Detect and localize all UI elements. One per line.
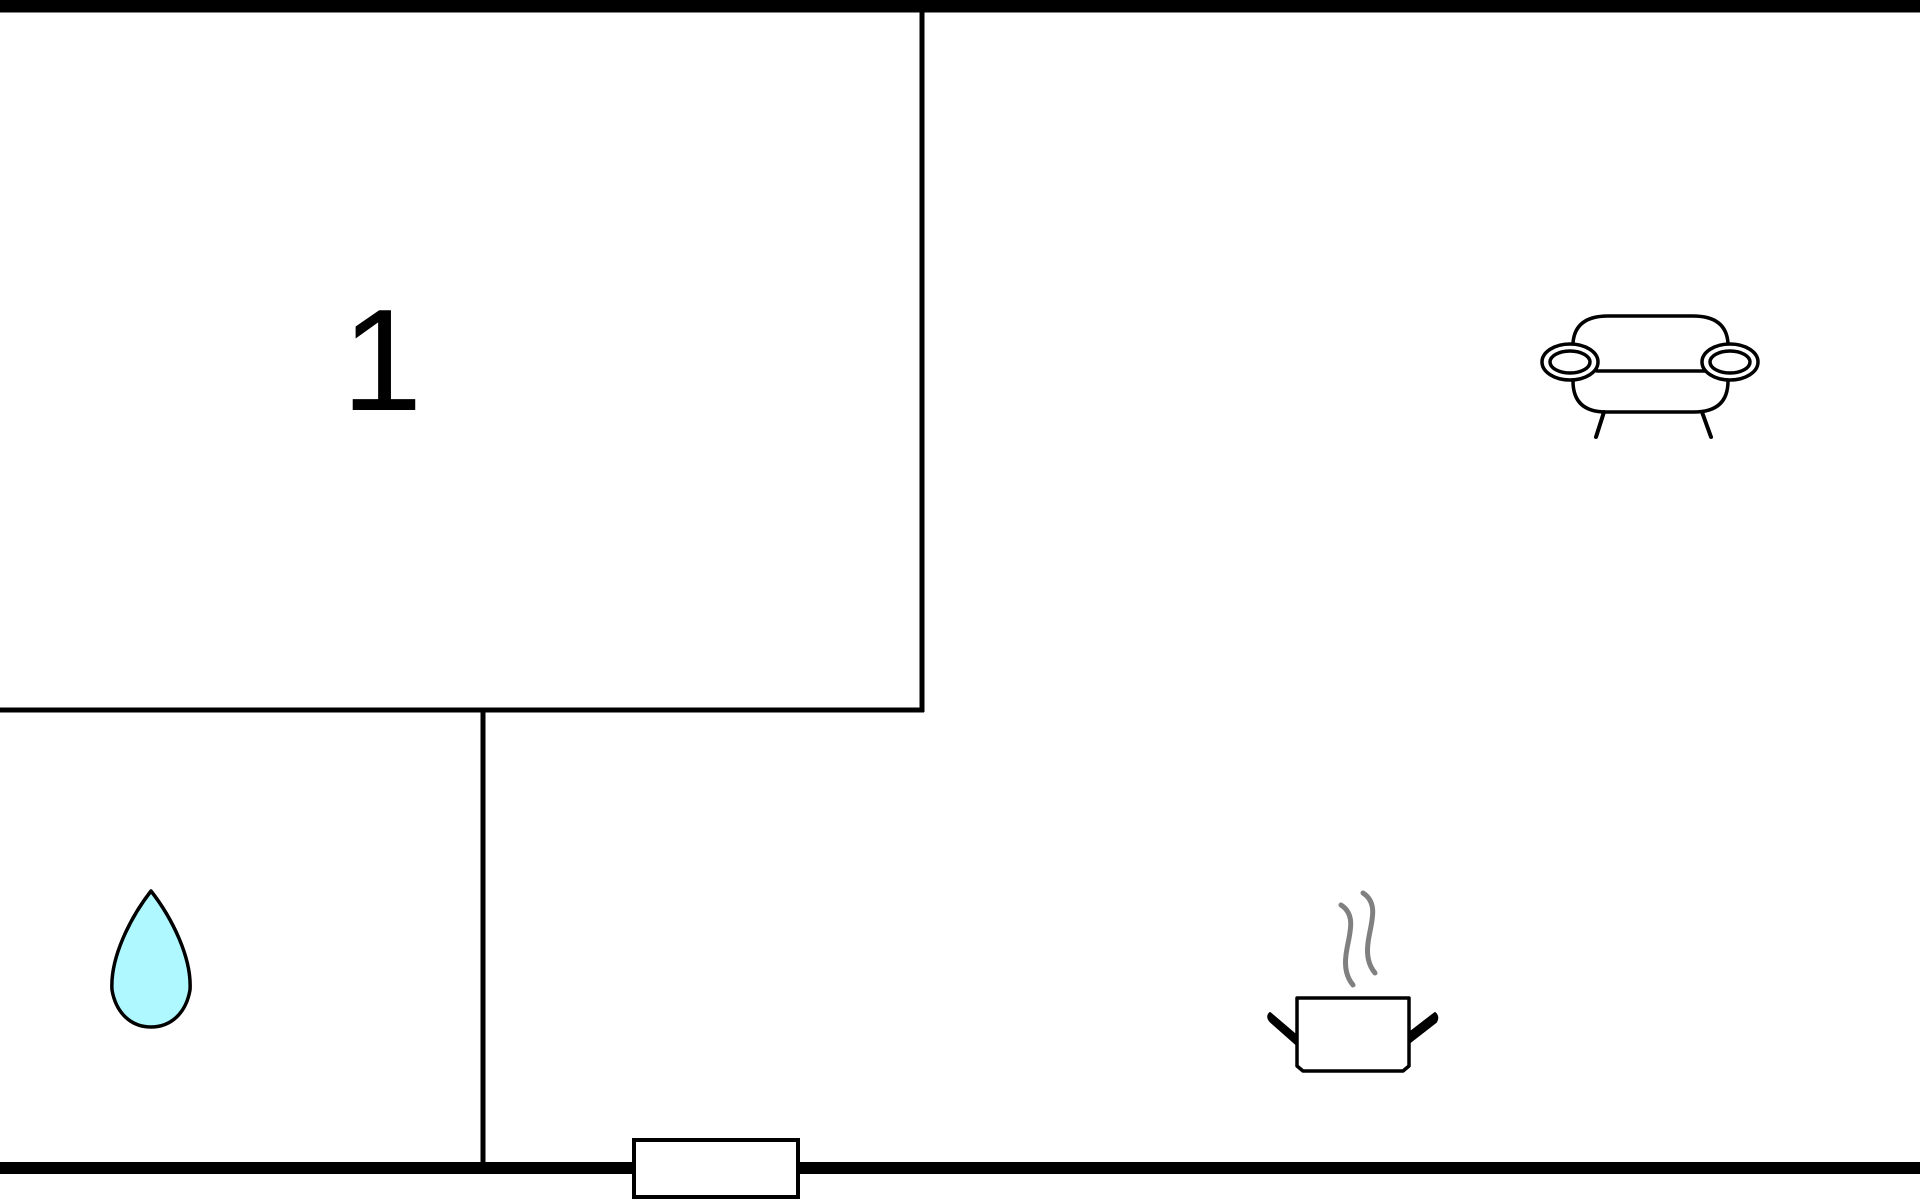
interior-walls [0, 12, 925, 1163]
steam-lines [1338, 890, 1378, 988]
sofa-icon [1540, 314, 1760, 439]
cooking-pot-icon [1267, 890, 1439, 1073]
pot-handle-left [1267, 1012, 1298, 1046]
outer-walls [0, 0, 1920, 1174]
pot-handle-right [1408, 1012, 1439, 1044]
door-icon [632, 1138, 800, 1199]
pot-body [1295, 996, 1411, 1073]
room-number-1: 1 [342, 279, 423, 441]
water-drop-icon [110, 889, 192, 1029]
